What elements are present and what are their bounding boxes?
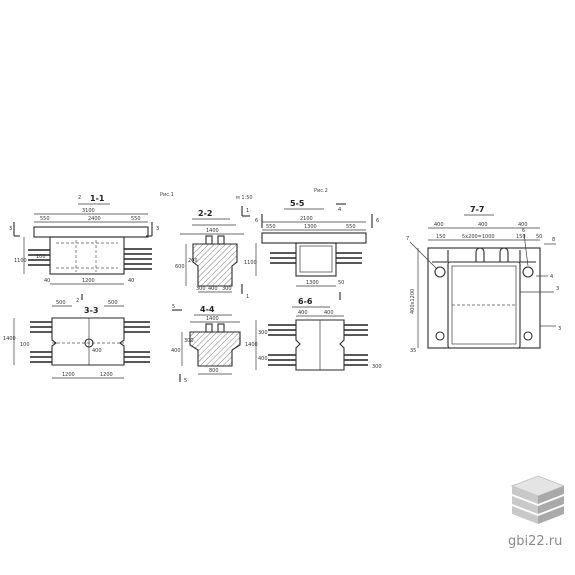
dim: 1400	[206, 228, 219, 234]
dim: 300	[184, 338, 194, 344]
dim: 2100	[300, 216, 313, 222]
dim: 400	[258, 356, 268, 362]
dim: 300	[372, 364, 382, 370]
dim: 400	[478, 222, 488, 228]
dim: 3100	[82, 208, 95, 214]
dim: 35	[410, 348, 416, 354]
dim: 1200	[82, 278, 95, 284]
cut-mark: 1	[246, 208, 249, 214]
section-4-4: 4-4 1400 400 300 800 5 5	[171, 304, 241, 384]
dim: 400	[298, 310, 308, 316]
dim: 400	[92, 348, 102, 354]
dim: 400	[324, 310, 334, 316]
dim: 400	[434, 222, 444, 228]
cut-mark: 1	[246, 294, 249, 300]
dim: 100	[36, 254, 46, 260]
dim: 550	[346, 224, 356, 230]
section-title: 2-2	[198, 209, 212, 218]
dim: 5x200=1000	[462, 234, 495, 240]
cut-mark: 2	[78, 195, 81, 201]
dim: 1100	[244, 260, 257, 266]
section-7-7: 7-7 400 400 400 150 5x200=1000 150 50 40…	[406, 205, 561, 354]
dim: 550	[266, 224, 276, 230]
dim: 40	[44, 278, 50, 284]
dim: 2400	[88, 216, 101, 222]
layered-slabs-logo-icon	[510, 475, 566, 524]
dim: 500	[56, 300, 66, 306]
section-title: 4-4	[200, 305, 215, 314]
dim: 550	[40, 216, 50, 222]
section-1-1: 1-1 3100 550 2400 550 1100 100 1200	[9, 194, 159, 304]
section-title: 1-1	[90, 194, 105, 203]
section-title: 6-6	[298, 297, 313, 306]
dim: 150	[436, 234, 446, 240]
dim: 800	[209, 368, 219, 374]
cut-mark: 6	[376, 218, 379, 224]
dim: 550	[131, 216, 141, 222]
fig1-note: Рис.1	[160, 192, 174, 198]
dim: 1200	[62, 372, 75, 378]
dim: 300	[196, 286, 206, 292]
dim: 100	[20, 342, 30, 348]
cut-mark: 3	[156, 226, 159, 232]
cut-mark: 3	[9, 226, 12, 232]
dim: 200	[188, 258, 198, 264]
cut-mark: 2	[76, 298, 79, 304]
dim: 600	[175, 264, 185, 270]
fig2-note: Рис.2	[314, 188, 328, 194]
cut-mark: 5	[184, 378, 187, 384]
dim: 300	[258, 330, 268, 336]
dim: 1300	[306, 280, 319, 286]
callout: 3	[558, 326, 561, 332]
dim: 50	[338, 280, 344, 286]
dim: 150	[516, 234, 526, 240]
callout: 8	[552, 237, 555, 243]
callout: 3	[556, 286, 559, 292]
callout: 7	[406, 236, 409, 242]
section-title: 3-3	[84, 306, 98, 315]
dim: 400	[518, 222, 528, 228]
section-3-3: 3-3 500 500 1400 100 400 1200 1200	[3, 300, 150, 379]
dim: 300	[222, 286, 232, 292]
scale-note: м 1:50	[236, 195, 253, 201]
section-5-5: 5-5 2100 550 1300 550 1100 1300 50 6 6 4	[244, 199, 379, 300]
dim: 400x1200	[410, 289, 416, 314]
dim: 400	[208, 286, 218, 292]
dim: 1400	[3, 336, 16, 342]
section-6-6: 6-6 400 400 1400 400 300 300	[245, 297, 382, 371]
dim: 1100	[14, 258, 27, 264]
dim: 1200	[100, 372, 113, 378]
section-title: 7-7	[470, 205, 484, 214]
dim: 1400	[245, 342, 258, 348]
section-2-2: 2-2 1400 600 200 300 400 300 1 1	[175, 206, 250, 300]
cut-mark: 4	[338, 207, 341, 213]
dim: 50	[536, 234, 542, 240]
dim: 500	[108, 300, 118, 306]
site-logo-text[interactable]: gbi22.ru	[508, 534, 563, 549]
callout: 6	[522, 228, 525, 234]
cut-mark: 5	[172, 304, 175, 310]
dim: 1400	[206, 316, 219, 322]
cut-mark: 6	[255, 218, 258, 224]
section-title: 5-5	[290, 199, 305, 208]
callout: 4	[550, 274, 553, 280]
dim: 40	[128, 278, 134, 284]
dim: 1300	[304, 224, 317, 230]
dim: 400	[171, 348, 181, 354]
